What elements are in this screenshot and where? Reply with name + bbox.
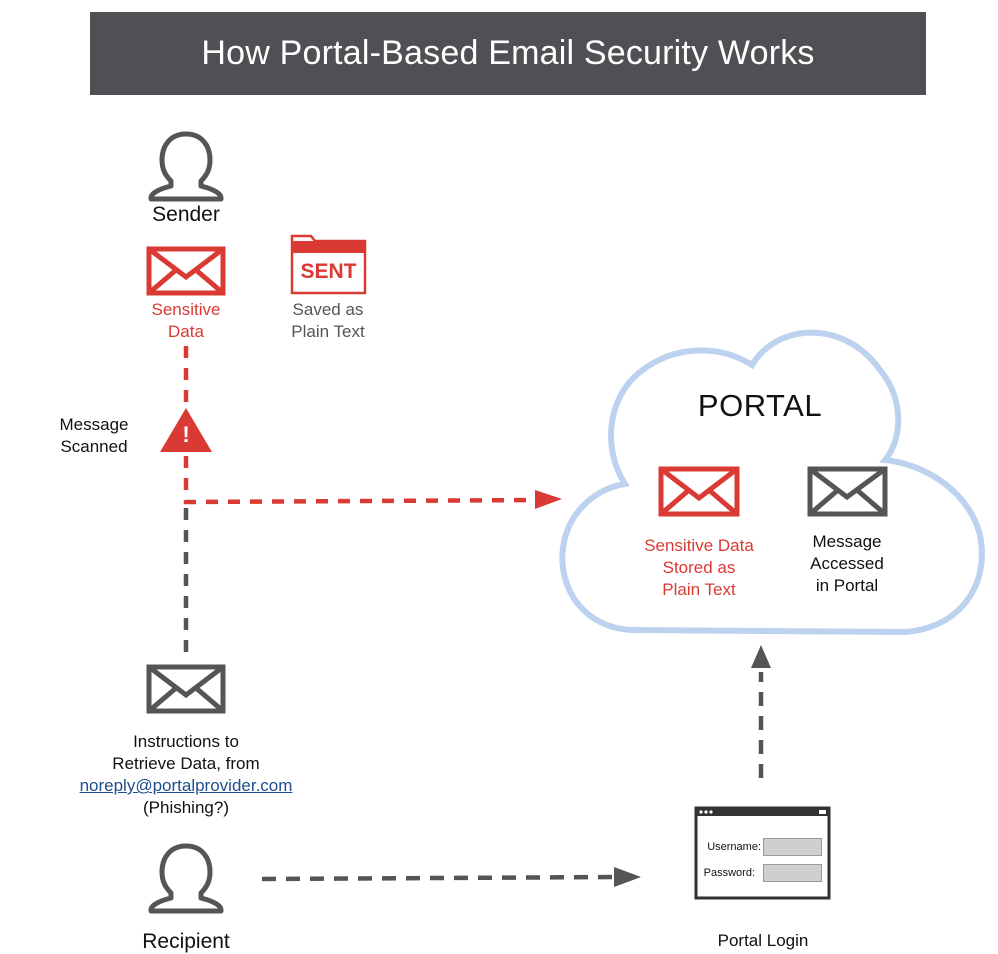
page-title: How Portal-Based Email Security Works	[201, 34, 815, 72]
portal-arrow-head	[751, 645, 771, 668]
username-field[interactable]	[763, 838, 822, 856]
sender-envelope-icon	[146, 246, 226, 296]
sender-label: Sender	[152, 203, 220, 226]
sent-folder-icon	[290, 234, 367, 295]
red-arrow-head	[535, 490, 562, 509]
message-scanned-label: Message Scanned	[59, 415, 129, 456]
warning-triangle-icon	[160, 408, 212, 452]
recipient-to-login-arrow	[261, 874, 619, 882]
sent-badge: SENT	[300, 260, 357, 283]
username-label: Username:	[707, 841, 761, 853]
portal-login-caption: Portal Login	[717, 931, 809, 950]
recipient-person-icon	[148, 843, 224, 914]
portal-sensitive-envelope-icon	[658, 466, 740, 517]
red-dashed-path	[183, 346, 539, 505]
sent-folder-label: Saved as Plain Text	[291, 300, 365, 341]
warning-exclamation: !	[182, 422, 190, 447]
instructions-label: Instructions to Retrieve Data, from nore…	[79, 732, 293, 817]
login-arrow-head	[614, 867, 641, 887]
portal-cloud-shape	[559, 329, 985, 636]
portal-stored-label: Sensitive Data Stored as Plain Text	[644, 536, 754, 599]
password-label: Password:	[703, 867, 755, 879]
portal-title: PORTAL	[697, 388, 823, 423]
recipient-label: Recipient	[142, 930, 230, 953]
portal-accessed-envelope-icon	[807, 466, 888, 517]
login-window-icon	[694, 806, 831, 900]
noreply-email-link[interactable]: noreply@portalprovider.com	[79, 776, 293, 795]
title-banner: How Portal-Based Email Security Works	[90, 12, 926, 95]
instructions-envelope-icon	[146, 664, 226, 714]
password-field[interactable]	[763, 864, 822, 882]
portal-accessed-label: Message Accessed in Portal	[810, 532, 884, 595]
sender-email-label: Sensitive Data	[151, 300, 221, 341]
sender-person-icon	[148, 131, 224, 202]
